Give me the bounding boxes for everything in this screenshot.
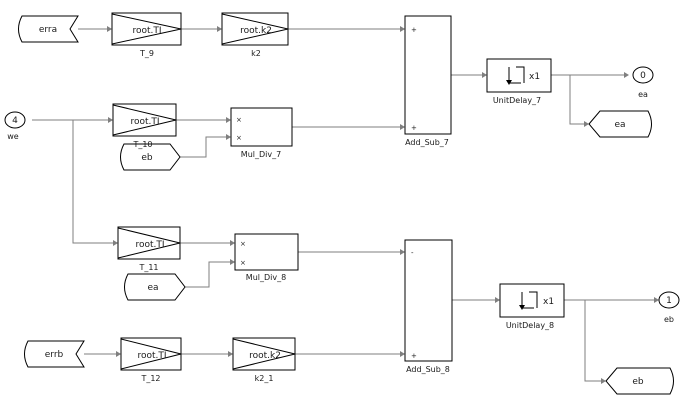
block-name: T_9	[139, 49, 154, 58]
from-tag-eb[interactable]: eb	[120, 143, 181, 171]
sum-sign: -	[411, 249, 414, 257]
gain-block-k2-1[interactable]: root.k2 k2_1	[232, 337, 296, 383]
inport-we[interactable]: 4 we	[4, 111, 26, 141]
delay-label: x1	[529, 72, 540, 82]
outport-label: eb	[664, 315, 674, 324]
outport-ea[interactable]: 0 ea	[632, 66, 654, 99]
product-block-mul-div-8[interactable]: × × Mul_Div_8	[234, 233, 299, 282]
block-name: Mul_Div_8	[246, 273, 286, 282]
sum-block-add-sub-8[interactable]: - + Add_Sub_8	[404, 239, 453, 374]
product-block-mul-div-7[interactable]: × × Mul_Div_7	[230, 107, 293, 159]
block-name: Add_Sub_7	[405, 138, 449, 147]
from-tag-label: eb	[141, 153, 153, 163]
block-name: Mul_Div_7	[241, 150, 281, 159]
from-tag-label: ea	[147, 283, 158, 293]
gain-value: root.TI	[135, 240, 164, 250]
sum-block-add-sub-7[interactable]: + + Add_Sub_7	[404, 15, 452, 147]
gain-block-t11[interactable]: root.TI T_11	[117, 226, 181, 272]
from-tag-ea[interactable]: ea	[124, 273, 186, 301]
from-tag-label: errb	[45, 350, 64, 360]
goto-tag-label: ea	[614, 120, 625, 130]
gain-value: root.k2	[249, 351, 281, 361]
block-name: UnitDelay_8	[506, 321, 554, 330]
unit-delay-8[interactable]: x1 UnitDelay_8	[499, 283, 565, 330]
sum-sign: +	[411, 352, 417, 360]
outport-number: 0	[640, 71, 646, 81]
block-name: T_10	[132, 140, 152, 149]
block-name: k2_1	[255, 374, 274, 383]
block-name: UnitDelay_7	[493, 96, 541, 105]
unit-delay-7[interactable]: x1 UnitDelay_7	[486, 58, 552, 105]
inport-number: 4	[12, 116, 18, 126]
from-tag-label: erra	[39, 25, 57, 35]
outport-label: ea	[638, 90, 648, 99]
block-name: k2	[251, 49, 261, 58]
signal-lines	[32, 26, 659, 384]
goto-tag-ea[interactable]: ea	[588, 110, 652, 138]
from-tag-errb[interactable]: errb	[24, 340, 85, 368]
delay-label: x1	[543, 297, 554, 307]
product-sign: ×	[236, 116, 242, 124]
gain-block-t10[interactable]: root.TI T_10	[112, 103, 177, 149]
product-sign: ×	[236, 134, 242, 142]
block-name: T_11	[138, 263, 158, 272]
outport-eb[interactable]: 1 eb	[658, 291, 680, 324]
sum-sign: +	[411, 26, 417, 34]
gain-block-t12[interactable]: root.TI T_12	[120, 337, 182, 383]
gain-value: root.TI	[132, 26, 161, 36]
gain-value: root.TI	[137, 351, 166, 361]
product-sign: ×	[240, 259, 246, 267]
gain-block-t9[interactable]: root.TI T_9	[111, 12, 182, 58]
inport-label: we	[7, 132, 19, 141]
gain-value: root.TI	[130, 117, 159, 127]
outport-number: 1	[666, 296, 672, 306]
block-name: T_12	[140, 374, 160, 383]
sum-sign: +	[411, 124, 417, 132]
from-tag-erra[interactable]: erra	[18, 15, 79, 43]
goto-tag-eb[interactable]: eb	[605, 367, 674, 395]
gain-value: root.k2	[240, 26, 272, 36]
product-sign: ×	[240, 240, 246, 248]
gain-block-k2[interactable]: root.k2 k2	[221, 12, 289, 58]
goto-tag-label: eb	[632, 377, 644, 387]
block-name: Add_Sub_8	[406, 365, 450, 374]
